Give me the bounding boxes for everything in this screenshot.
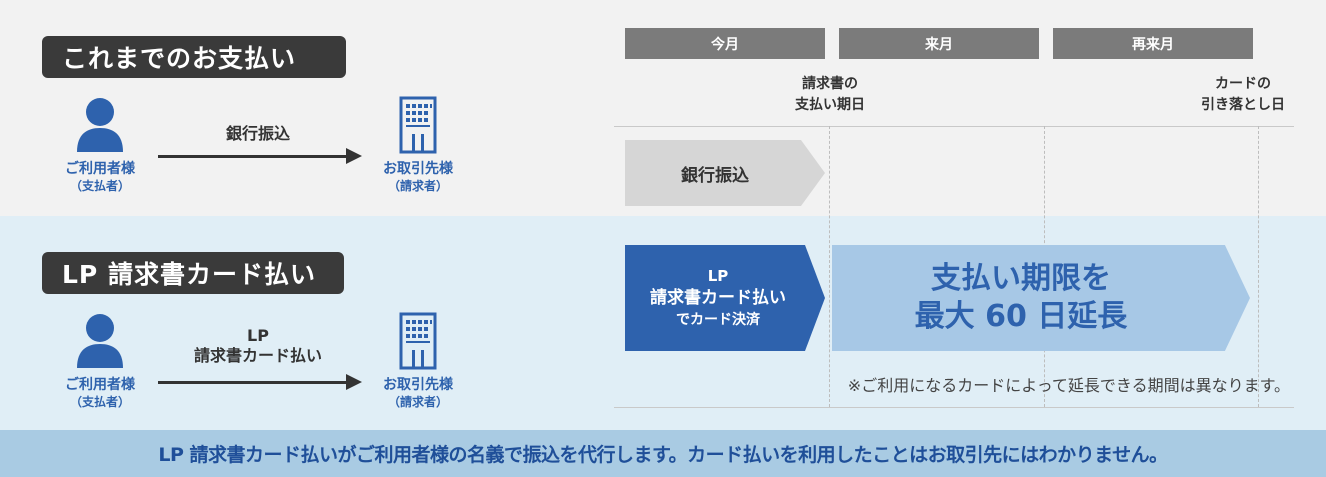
extension-bar: 支払い期限を 最大 60 日延長 — [832, 245, 1250, 351]
invoice-due-line — [829, 126, 830, 407]
person-icon — [77, 314, 123, 368]
payee-label: お取引先様 — [383, 377, 453, 393]
transfer-arrow — [158, 381, 358, 384]
milestone-line2: 引き落とし日 — [1201, 97, 1285, 113]
payer-sub: （支払者） — [69, 395, 130, 409]
payee: お取引先様 （請求者） — [368, 96, 468, 194]
payee-sub: （請求者） — [387, 395, 448, 409]
month-header-after-next: 再来月 — [1053, 28, 1253, 59]
payer: ご利用者様 （支払者） — [50, 312, 150, 410]
building-icon — [399, 312, 437, 370]
footer-text: LP 請求書カード払いがご利用者様の名義で振込を代行します。カード払いを利用した… — [158, 444, 1168, 466]
payer: ご利用者様 （支払者） — [50, 96, 150, 194]
building-icon — [399, 96, 437, 154]
timeline-divider — [614, 407, 1294, 408]
card-debit-line — [1258, 126, 1259, 407]
extension-note: ※ご利用になるカードによって延長できる期間は異なります。 — [847, 376, 1290, 395]
lp-box-line2: 請求書カード払い — [650, 288, 786, 308]
current-payment-title: これまでのお支払い — [42, 36, 346, 78]
lp-box-line3: でカード決済 — [676, 312, 760, 328]
footer-band — [0, 430, 1326, 477]
arrow-head-icon — [346, 148, 362, 164]
method-label-line1: LP — [247, 326, 269, 345]
lp-payment-flow: ご利用者様 （支払者） LP 請求書カード払い お取引先様 （請求者） — [50, 312, 470, 422]
payee: お取引先様 （請求者） — [368, 312, 468, 410]
milestone-line1: カードの — [1215, 76, 1271, 92]
payee-sub: （請求者） — [387, 179, 448, 193]
card-debit-milestone: カードの 引き落とし日 — [1178, 74, 1308, 116]
method-label-line2: 請求書カード払い — [193, 346, 322, 365]
lp-payment-title: LP 請求書カード払い — [42, 252, 344, 294]
payee-label: お取引先様 — [383, 161, 453, 177]
extension-line1: 支払い期限を — [931, 261, 1111, 296]
payer-label: ご利用者様 — [65, 377, 135, 393]
transfer-arrow — [158, 155, 358, 158]
payer-sub: （支払者） — [69, 179, 130, 193]
current-payment-flow: ご利用者様 （支払者） 銀行振込 お取引先様 （請求者） — [50, 96, 470, 206]
milestone-line1: 請求書の — [802, 76, 858, 92]
milestone-line2: 支払い期日 — [795, 97, 865, 113]
invoice-due-milestone: 請求書の 支払い期日 — [780, 74, 880, 116]
arrow-head-icon — [346, 374, 362, 390]
month-header-this: 今月 — [625, 28, 825, 59]
timeline-divider — [614, 126, 1294, 127]
month-header-next: 来月 — [839, 28, 1039, 59]
lp-card-settlement-box: LP 請求書カード払い でカード決済 — [625, 245, 825, 351]
extension-line2: 最大 60 日延長 — [914, 299, 1128, 334]
lp-box-line1: LP — [707, 267, 729, 285]
person-icon — [77, 98, 123, 152]
payer-label: ご利用者様 — [65, 161, 135, 177]
bank-transfer-bar: 銀行振込 — [625, 140, 825, 206]
method-label: 銀行振込 — [225, 124, 290, 143]
